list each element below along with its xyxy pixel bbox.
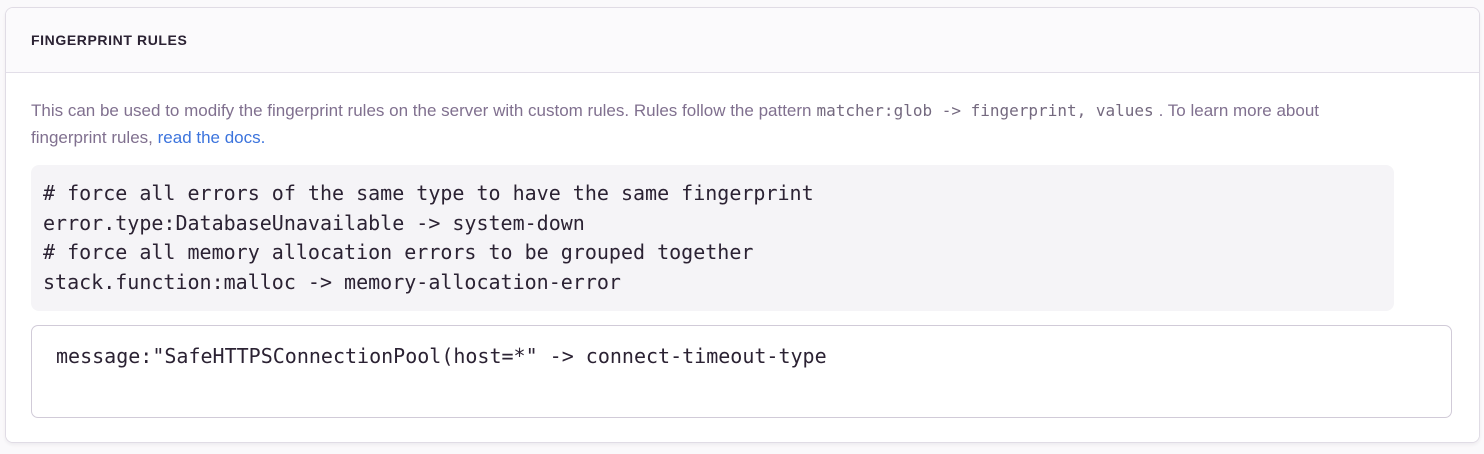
fingerprint-rules-textarea[interactable] <box>31 325 1452 418</box>
description-text-after: . To learn more about fingerprint rules, <box>31 101 1319 147</box>
panel-header: FINGERPRINT RULES <box>6 8 1479 73</box>
example-rules-code-block: # force all errors of the same type to h… <box>31 165 1394 311</box>
panel-title: FINGERPRINT RULES <box>31 32 188 48</box>
description-text-before: This can be used to modify the fingerpri… <box>31 101 812 120</box>
field-description: This can be used to modify the fingerpri… <box>31 97 1394 151</box>
read-the-docs-link[interactable]: read the docs. <box>157 128 266 147</box>
pattern-inline-code: matcher:glob -> fingerprint, values <box>816 101 1154 120</box>
panel-body: This can be used to modify the fingerpri… <box>6 73 1479 442</box>
fingerprint-rules-panel: FINGERPRINT RULES This can be used to mo… <box>5 7 1480 443</box>
